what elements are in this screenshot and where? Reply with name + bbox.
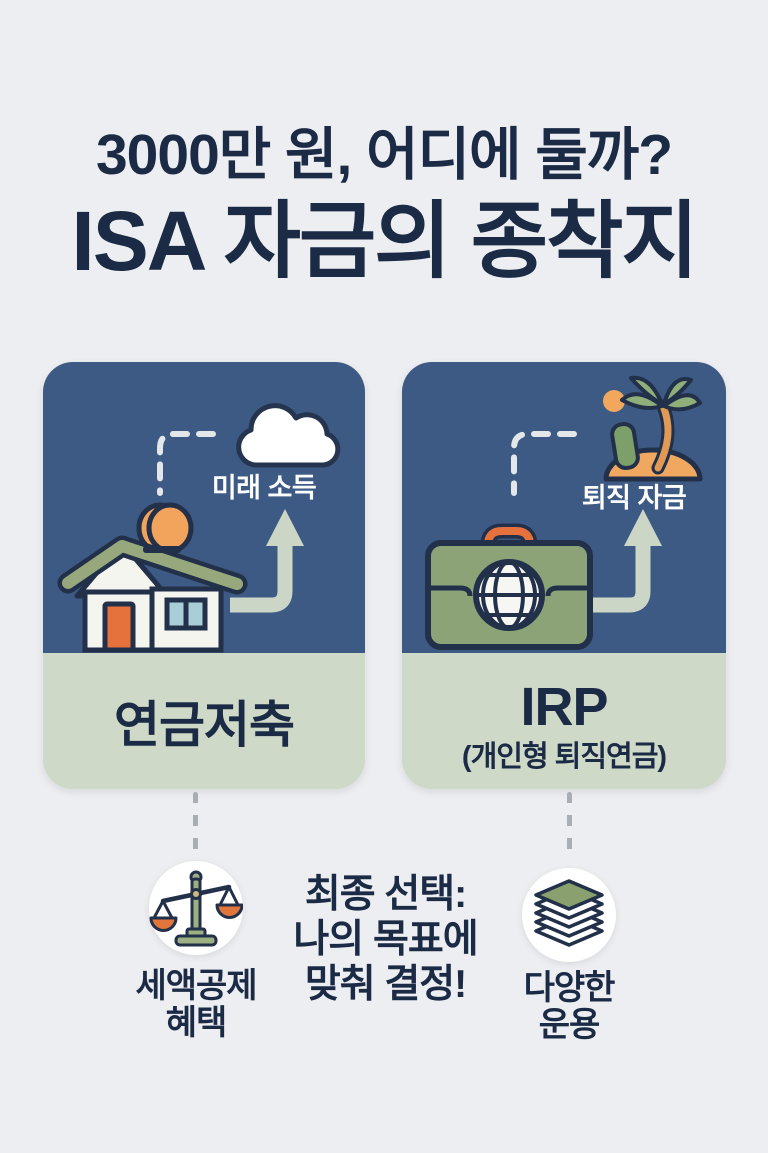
card-irp [402, 362, 726, 789]
curved-up-arrow-icon [230, 509, 304, 613]
page-title: 3000만 원, 어디에 둘까? ISA 자금의 종착지 [0, 118, 768, 290]
palm-island-icon [603, 375, 703, 482]
final-choice-line-2: 나의 목표에 [293, 918, 478, 961]
briefcase-island-scene [425, 375, 703, 650]
diverse-management-line-2: 운용 [538, 1006, 601, 1044]
card-irp-title: IRP [520, 677, 608, 737]
retirement-fund-label: 퇴직 자금 [581, 483, 687, 513]
title-line-2: ISA 자금의 종착지 [71, 194, 698, 288]
diverse-management-line-1: 다양한 [523, 969, 616, 1007]
balance-scale-icon [149, 870, 244, 947]
diverse-management-circle [522, 868, 616, 962]
final-choice-line-1: 최종 선택: [304, 873, 467, 916]
card-pension-savings [43, 362, 365, 789]
sun-icon [603, 390, 625, 412]
curved-up-arrow-icon [590, 509, 662, 613]
briefcase-globe-icon [425, 523, 593, 650]
card-pension-illustration-area [43, 362, 365, 653]
house-coin-icon [57, 502, 248, 653]
tax-benefit-line-1: 세액공제 [135, 967, 257, 1005]
title-line-1: 3000만 원, 어디에 둘까? [95, 123, 673, 187]
connector-dash-left [193, 792, 198, 858]
dashed-path [157, 431, 216, 496]
layers-icon [534, 879, 604, 947]
tax-benefit-line-2: 혜택 [165, 1004, 228, 1042]
cloud-icon [236, 403, 341, 468]
future-income-label: 미래 소득 [211, 473, 317, 503]
final-choice-line-3: 맞춰 결정! [304, 963, 467, 1006]
card-irp-subtitle: (개인형 퇴직연금) [461, 741, 667, 773]
diverse-management-label: 다양한 운용 [469, 970, 669, 1044]
card-pension-title: 연금저축 [114, 697, 295, 753]
connector-dash-right [567, 792, 572, 858]
dashed-path [511, 431, 577, 496]
final-choice-note: 최종 선택: 나의 목표에 맞춰 결정! [258, 872, 513, 1007]
house-coin-scene [57, 403, 341, 653]
tax-benefit-label: 세액공제 혜택 [96, 968, 296, 1042]
card-irp-illustration-area [402, 362, 726, 653]
tax-benefit-circle [149, 861, 244, 955]
